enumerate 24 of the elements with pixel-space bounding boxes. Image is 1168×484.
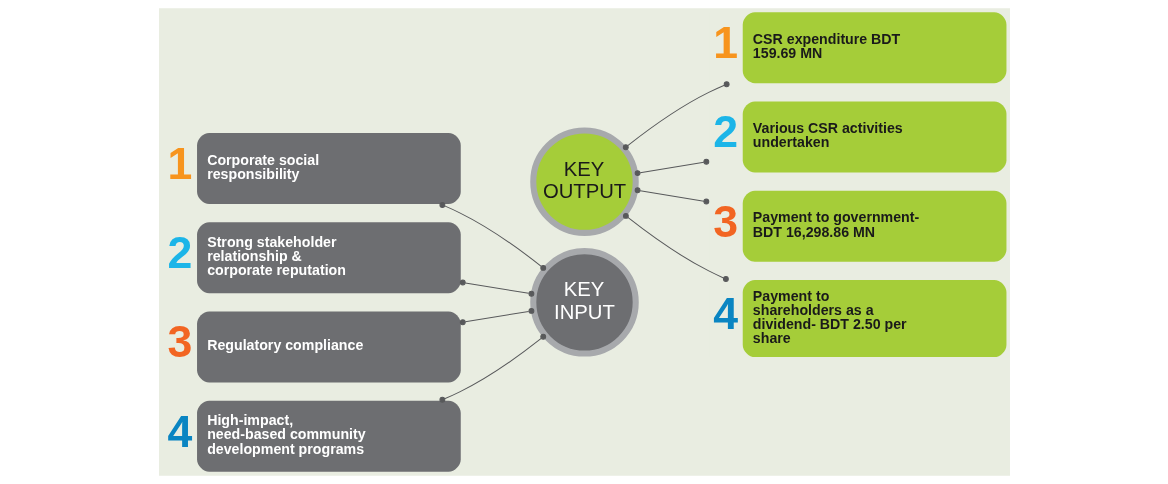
node-label: 4 <box>167 406 192 456</box>
node-label: 2 <box>712 107 738 157</box>
connector <box>438 333 546 403</box>
node-box: Regulatory compliance <box>196 311 461 383</box>
node-label: 3 <box>712 196 738 246</box>
connector <box>634 158 709 176</box>
node-label: 2 <box>167 228 192 278</box>
node-box: Payment to shareholders as a dividend- BDT 2.50 per share <box>742 280 1006 358</box>
node-box: Various CSR activities undertaken <box>742 101 1006 173</box>
connector <box>622 212 729 282</box>
node-box: Corporate social responsibility <box>196 132 461 204</box>
node-label: 3 <box>167 317 192 367</box>
connector <box>634 187 709 205</box>
node-box: High-impact, need-based community development programs <box>196 400 461 472</box>
node-box: CSR expenditure BDT 159.69 MN <box>742 12 1006 84</box>
node-label: 1 <box>167 138 192 188</box>
connector <box>459 279 534 297</box>
connector <box>459 308 534 326</box>
node-box: Payment to government- BDT 16,298.86 MN <box>742 190 1006 262</box>
node-label: 1 <box>712 18 738 68</box>
connector <box>622 81 730 151</box>
node-box: Strong stakeholder relationship & corporate reputation <box>196 222 461 294</box>
node-label: 4 <box>712 288 738 338</box>
connector <box>438 202 546 271</box>
